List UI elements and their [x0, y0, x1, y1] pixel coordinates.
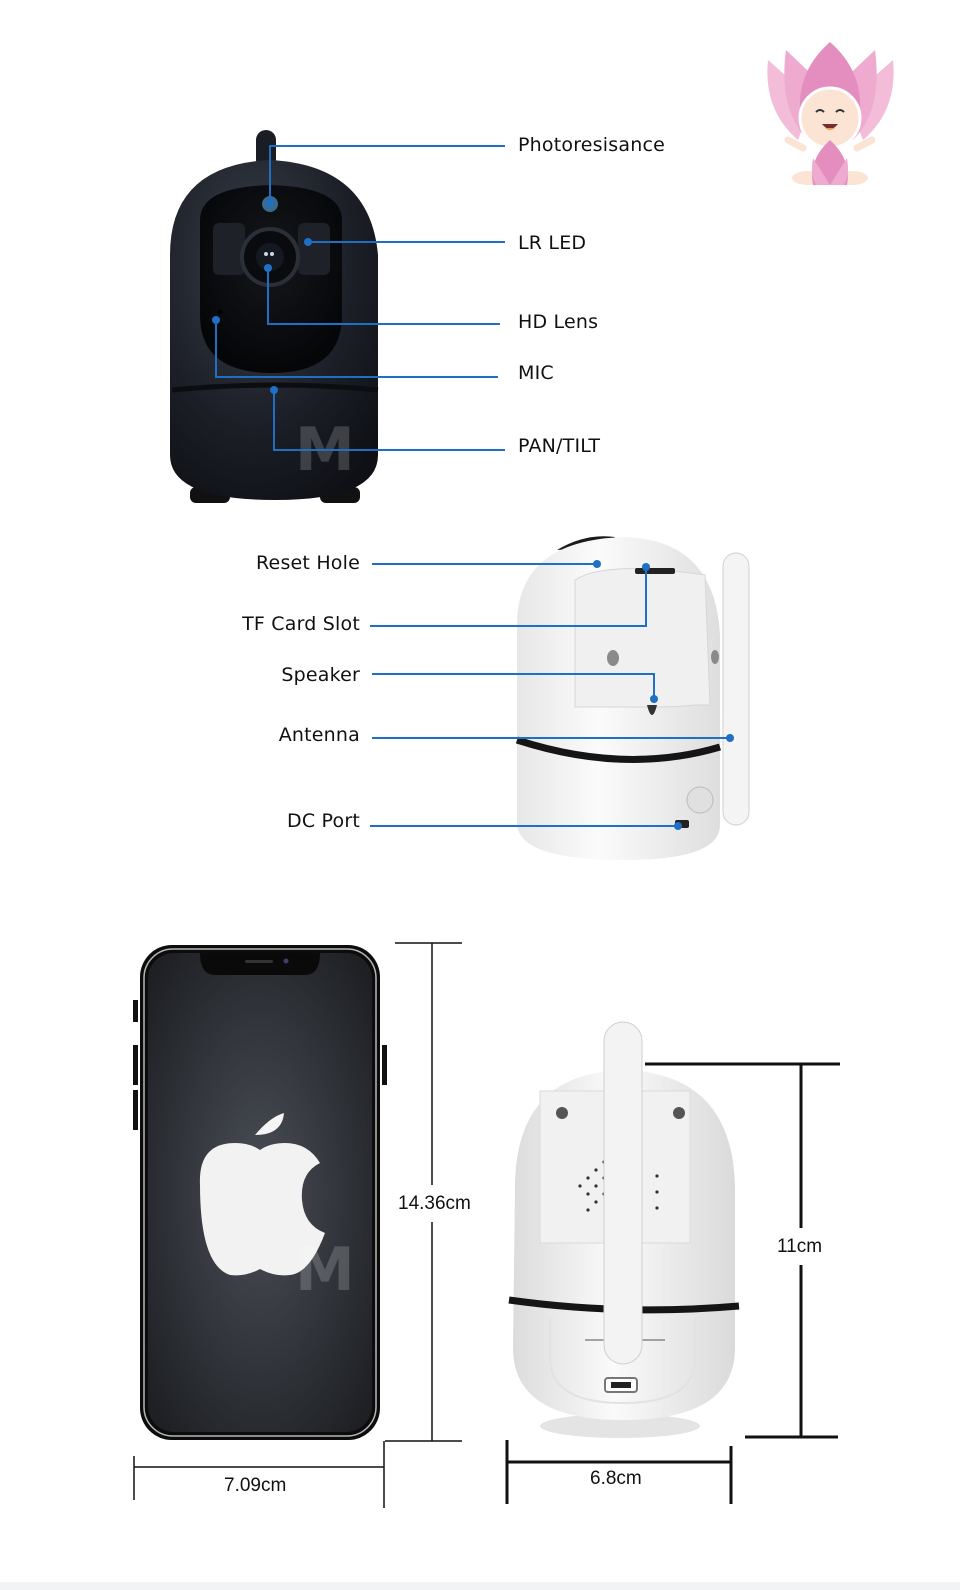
white-camera-rear-view [505, 1018, 745, 1448]
callout-speaker: Speaker [281, 664, 360, 686]
callout-mic: MIC [518, 362, 554, 384]
camera-width-label: 6.8cm [590, 1468, 642, 1489]
camera-height-label: 11cm [777, 1236, 823, 1257]
phone-height-label: 14.36cm [398, 1193, 471, 1214]
brand-logo [758, 40, 903, 190]
svg-text:M: M [295, 1235, 355, 1305]
white-camera-side-view [505, 525, 765, 870]
callout-hd-lens: HD Lens [518, 311, 599, 333]
callout-pan-tilt: PAN/TILT [518, 435, 601, 457]
callout-ir-led: LR LED [518, 232, 587, 254]
phone-width-label: 7.09cm [224, 1475, 287, 1496]
smartphone-size-reference: M [130, 940, 390, 1445]
callout-tf-card-slot: TF Card Slot [242, 613, 360, 635]
callout-dc-port: DC Port [286, 810, 360, 832]
baby-lotus-logo-icon [767, 42, 894, 185]
callout-reset-hole: Reset Hole [256, 552, 360, 574]
bottom-divider [0, 1582, 960, 1590]
callout-antenna: Antenna [278, 724, 360, 746]
black-camera-front-view: M [150, 125, 410, 525]
apple-logo-icon [199, 1113, 325, 1276]
callout-photoresistor: Photoresisance [518, 134, 665, 156]
